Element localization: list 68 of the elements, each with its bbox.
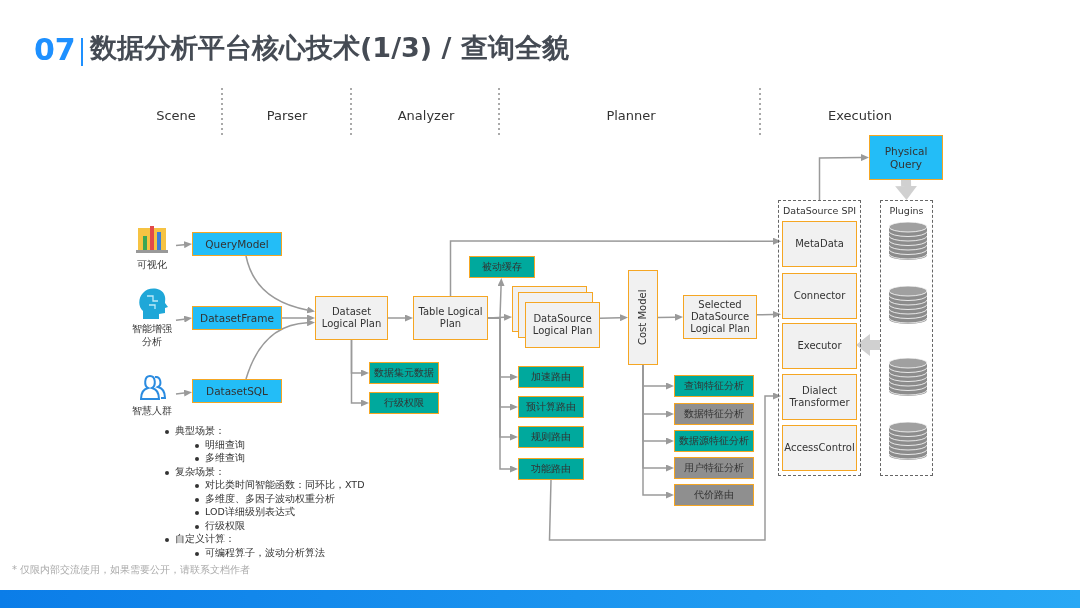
route-box: 加速路由: [518, 366, 584, 388]
list-item: 对比类时间智能函数：同环比，XTD: [195, 479, 365, 492]
arrow: [175, 315, 192, 323]
arrow: [281, 314, 315, 322]
icon-caption: 可视化: [136, 259, 168, 272]
route-box: 查询特征分析: [674, 375, 754, 397]
section-number: 07: [34, 31, 76, 69]
query-box: DatasetFrame: [192, 306, 282, 330]
list-item: 自定义计算：: [165, 533, 235, 546]
list-item: 可编程算子，波动分析算法: [195, 546, 325, 560]
process-box: Connector: [782, 273, 857, 319]
list-item: 多维查询: [195, 452, 245, 465]
query-box: Physical Query: [869, 135, 943, 180]
process-box: Executor: [782, 323, 857, 369]
arrow: [642, 364, 674, 499]
footnote: * 仅限内部交流使用，如果需要公开，请联系文档作者: [12, 563, 251, 577]
arrow: [387, 314, 413, 322]
list-item: LOD详细级别表达式: [195, 506, 295, 519]
block-arrow: [895, 179, 918, 200]
process-box: Selected DataSource Logical Plan: [683, 295, 757, 339]
list-item: 行级权限: [195, 519, 245, 533]
block-arrow: [856, 333, 880, 356]
arrow: [350, 339, 369, 407]
arrow: [548, 392, 781, 541]
list-item: 明细查询: [195, 438, 245, 452]
query-box: DatasetSQL: [192, 379, 282, 403]
list-item: 多维度、多因子波动权重分析: [195, 492, 335, 506]
arrow: [175, 389, 192, 397]
column-header: Scene: [156, 108, 196, 123]
route-box: 被动缓存: [469, 256, 535, 278]
route-box: 数据集元数据: [369, 362, 439, 384]
route-box: 代价路由: [674, 484, 754, 506]
icon-caption: 智能增强分析: [131, 323, 173, 348]
process-box: Dataset Logical Plan: [315, 296, 388, 340]
route-box: 功能路由: [518, 458, 584, 480]
arrow: [245, 319, 315, 380]
panel-title: DataSource SPI: [783, 205, 856, 217]
column-header: Analyzer: [397, 108, 455, 123]
process-box: MetaData: [782, 221, 857, 267]
dashed-panel: [880, 200, 933, 476]
process-box: Table Logical Plan: [413, 296, 488, 340]
arrow: [245, 255, 315, 314]
dashed-panel: [778, 200, 861, 476]
process-box: AccessControl: [782, 425, 857, 471]
icon-caption: 智慧人群: [131, 405, 173, 418]
cost-model-box: Cost Model: [628, 270, 658, 365]
slide-title: 数据分析平台核心技术(1/3) / 查询全貌: [90, 31, 569, 65]
route-box: 规则路由: [518, 426, 584, 448]
process-box: Dialect Transformer: [782, 374, 857, 420]
query-box: QueryModel: [192, 232, 282, 256]
route-box: 用户特征分析: [674, 457, 754, 479]
list-item: 典型场景：: [165, 425, 225, 438]
column-header: Planner: [606, 108, 656, 123]
arrow: [175, 241, 192, 249]
route-box: 行级权限: [369, 392, 439, 414]
list-item: 复杂场景：: [165, 465, 225, 479]
arrow: [599, 314, 628, 322]
route-box: 预计算路由: [518, 396, 584, 418]
route-box: 数据源特征分析: [674, 430, 754, 452]
arrow: [756, 311, 781, 318]
column-header: Parser: [266, 108, 308, 123]
column-header: Execution: [828, 108, 892, 123]
panel-title: Plugins: [889, 205, 924, 217]
arrow: [818, 154, 869, 201]
arrow: [487, 317, 518, 473]
arrow: [449, 237, 781, 297]
arrow: [657, 313, 683, 321]
route-box: 数据特征分析: [674, 403, 754, 425]
